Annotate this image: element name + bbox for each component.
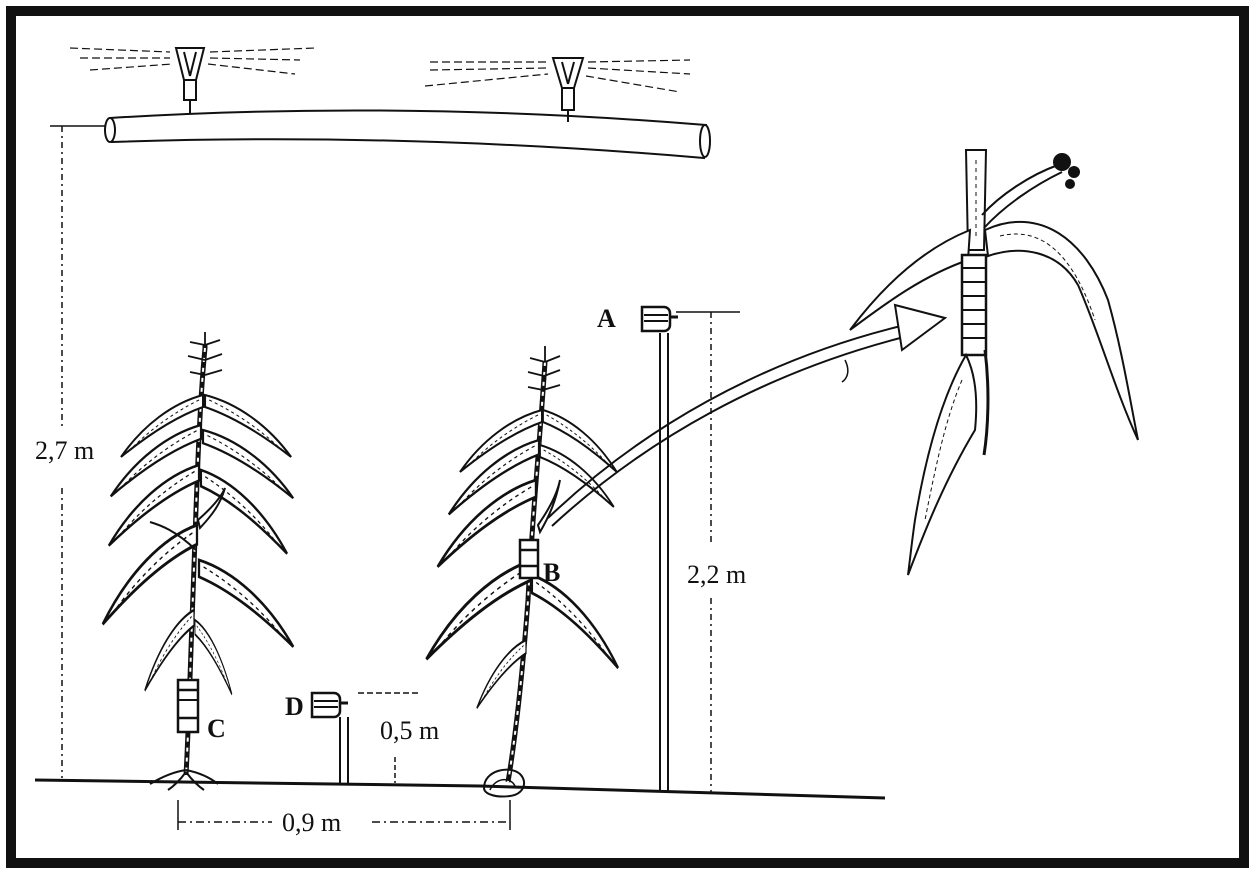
label-a: A: [597, 306, 616, 332]
ground-line: [35, 780, 885, 798]
corn-plant-middle: [426, 346, 618, 797]
label-d: D: [285, 694, 304, 720]
irrigation-boom: [105, 110, 710, 158]
corn-plant-left: [103, 332, 294, 790]
label-b: B: [543, 560, 560, 586]
dimension-line-0-9m: [178, 800, 510, 830]
dimension-label-2-2m: 2,2 m: [687, 562, 746, 588]
magnified-plant-detail: [850, 150, 1138, 575]
dimension-label-0-9m: 0,9 m: [282, 810, 341, 836]
gauge-a-pole: [642, 307, 740, 792]
label-c: C: [207, 716, 226, 742]
sprinkler-nozzle-left: [70, 48, 315, 114]
dimension-label-0-5m: 0,5 m: [380, 718, 439, 744]
magnify-arrow: [548, 305, 945, 526]
dimension-label-2-7m: 2,7 m: [35, 438, 94, 464]
